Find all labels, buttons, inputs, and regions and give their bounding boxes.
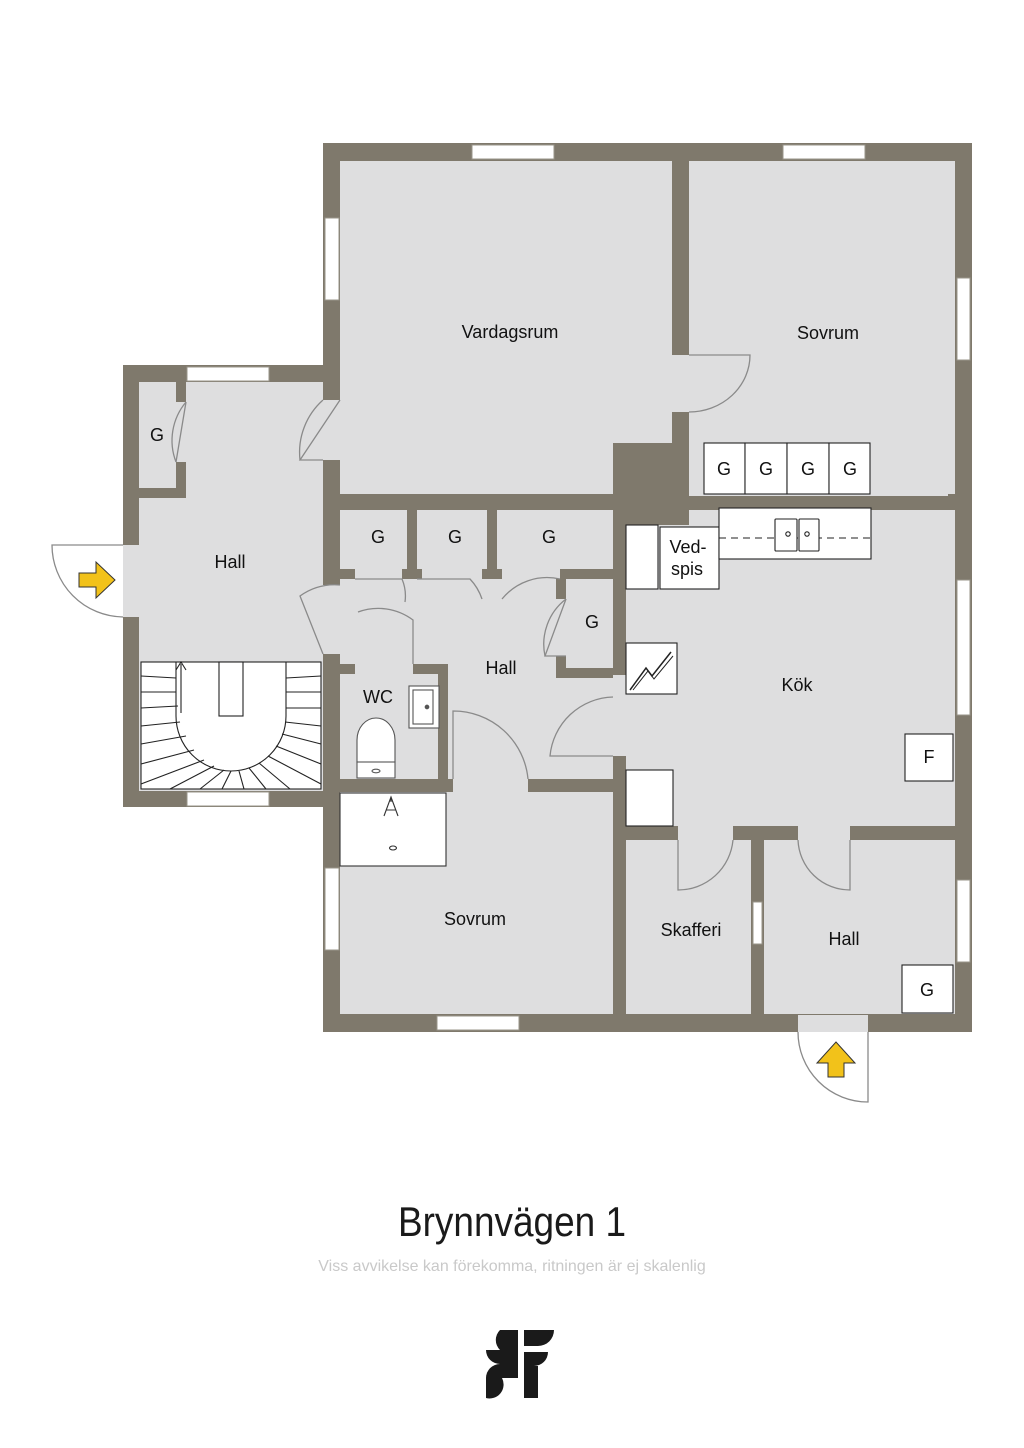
label-g-hall-bottom: G	[920, 980, 934, 1000]
label-sovrum-bottom: Sovrum	[444, 909, 506, 929]
label-g-kok-4: G	[843, 459, 857, 479]
label-freezer: F	[924, 747, 935, 767]
wc-fixtures	[356, 685, 440, 779]
kitchen-counter	[718, 507, 872, 560]
bathtub	[339, 792, 447, 867]
label-vedspis-2: spis	[671, 559, 703, 579]
room-labels: Vardagsrum Sovrum Hall Hall WC Kök Sovru…	[214, 322, 859, 949]
entry-arrow-right-icon	[78, 560, 116, 600]
label-vedspis-1: Ved-	[669, 537, 706, 557]
label-g-corridor-3: G	[542, 527, 556, 547]
wardrobes	[703, 442, 954, 1014]
disclaimer-text: Viss avvikelse kan förekomma, ritningen …	[318, 1258, 706, 1275]
label-sovrum-top: Sovrum	[797, 323, 859, 343]
label-vardagsrum: Vardagsrum	[462, 322, 559, 342]
doors	[51, 354, 869, 1103]
property-title: Brynnvägen 1	[397, 1198, 627, 1245]
floor-skafferi	[626, 840, 751, 1014]
vedspis-box	[659, 526, 720, 590]
label-skafferi: Skafferi	[661, 920, 722, 940]
label-hall-center: Hall	[485, 658, 516, 678]
label-g-corridor-1: G	[371, 527, 385, 547]
company-logo-icon	[486, 1330, 554, 1399]
label-g-kok-1: G	[717, 459, 731, 479]
staircase	[140, 660, 322, 790]
floor-vardagsrum	[340, 161, 672, 494]
floor-sovrum-top	[689, 161, 955, 443]
floor-corridor	[340, 510, 613, 577]
toilet	[356, 717, 396, 763]
washbasin	[408, 685, 440, 729]
floor-g-hall-left	[140, 382, 176, 488]
electrical-panel-icon	[625, 642, 678, 695]
entrance-arrows	[78, 560, 857, 1078]
entry-arrow-up-icon	[815, 1041, 857, 1078]
label-hall-bottom: Hall	[828, 929, 859, 949]
floors	[139, 161, 955, 1014]
label-g-hall-left: G	[150, 425, 164, 445]
label-wc: WC	[363, 687, 393, 707]
label-g-corridor-2: G	[448, 527, 462, 547]
fixture-labels: G G G G G G G G G G Ved- spis F	[150, 425, 935, 1000]
windows	[186, 144, 971, 1031]
label-g-kok-2: G	[759, 459, 773, 479]
kitchen-fixtures	[625, 507, 872, 827]
label-kok: Kök	[781, 675, 813, 695]
label-g-kok-3: G	[801, 459, 815, 479]
label-g-hall-center: G	[585, 612, 599, 632]
label-hall-left: Hall	[214, 552, 245, 572]
